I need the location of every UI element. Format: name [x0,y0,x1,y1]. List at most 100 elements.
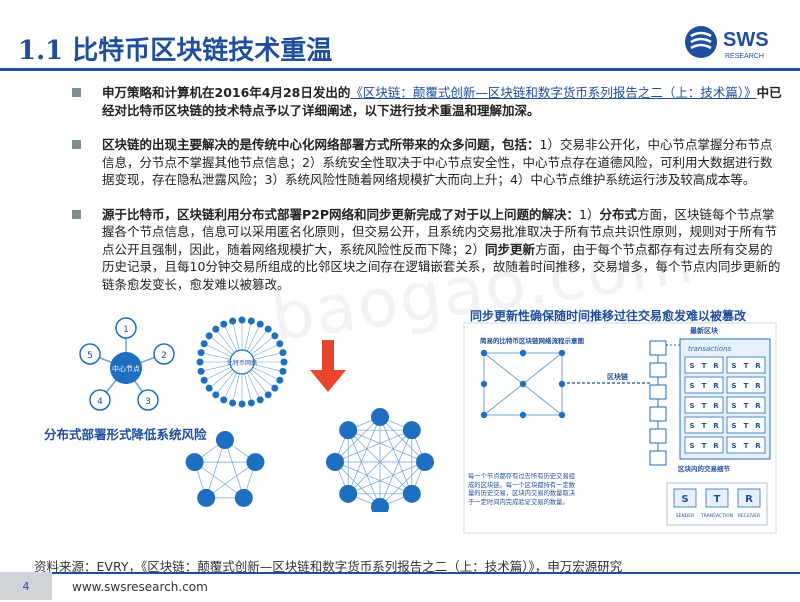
transaction-letter: S [731,382,736,390]
network-node [519,411,527,419]
network-nodes [480,349,566,419]
ring-node [256,396,264,404]
chain-block [649,450,667,466]
page-number: 4 [0,572,52,600]
bullet-item: 源于比特币，区块链利用分布式部署P2P网络和同步更新完成了对于以上问题的解决：1… [72,206,782,294]
transaction-letter: T [702,422,707,430]
report-link[interactable]: 《区块链：颠覆式创新—区块链和数字货币系列报告之二（上：技术篇）》 [350,85,757,100]
transaction-letter: R [713,422,719,430]
transaction-cell [684,356,724,374]
transaction-letter: T [744,402,749,410]
ring-node [212,325,220,333]
ring-node [276,376,284,384]
bullet-2-text: 1）交易非公开化，中心节点掌握分布节点信息，分节点不掌握其他节点信息；2）系统安… [102,137,773,187]
logo-mark-icon [685,26,717,58]
detail-cell [705,488,729,508]
transaction-cell [726,416,766,434]
network-node [519,380,527,388]
mesh-node [246,453,265,472]
ring-node [280,358,288,366]
ring-node [238,316,246,324]
mesh-node [326,453,344,471]
detail-cell [737,488,761,508]
transaction-cell [726,396,766,414]
node-3-label: 3 [145,397,151,407]
transaction-letter: T [702,362,707,370]
chain-block [649,340,667,356]
ring-node [197,367,205,375]
chain-blocks [649,340,680,466]
ring-node [196,358,204,366]
ring-node [264,325,272,333]
transaction-letter: S [731,422,736,430]
blockchain-sync-diagram: 简易的比特币区块链网络流程示意图 区块链 最新区块 transactions S… [463,322,777,534]
transaction-cell [684,416,724,434]
detail-letter: R [745,494,753,505]
detail-caption: SENDER [676,513,695,519]
bullet-marker [72,88,81,97]
network-node [558,349,566,357]
transaction-letter: R [755,382,761,390]
network-node [480,380,488,388]
transaction-letter: T [744,422,749,430]
transaction-letter: S [731,362,736,370]
transaction-letter: R [713,442,719,450]
bullet-3-text1: 方面，区块链每个节点掌握各个节点信息，信息可以采用匿名化原则，但交易公开，且系统… [102,206,778,257]
network-node [519,349,527,357]
ring-node [264,391,272,399]
transaction-letter: S [689,402,694,410]
transaction-cell [726,356,766,374]
ring-node [200,340,208,348]
network-diagrams: 中心节点 1 2 3 4 5 比特币网络 [79,316,434,512]
transaction-cell [726,376,766,394]
right-diagram-title: 同步更新性确保随时间推移过往交易愈发难以被篡改 [470,309,747,323]
transaction-letter: S [731,442,736,450]
source-note: 资料来源：EVRY，《区块链：颠覆式创新—区块链和数字货币系列报告之二（上：技术… [34,559,623,574]
node-1 [115,317,137,339]
mesh-node [234,488,253,507]
block-detail-label: 区块内的交易细节 [678,464,731,473]
bullet-3-text2: 方面，由于每个节点都存有过去所有交易的历史记录，且每10分钟交易所组成的比邻区块… [102,241,781,292]
chain-label: 区块链 [607,372,628,381]
node-4-label: 4 [97,397,103,407]
sws-logo: SWS RESEARCH [685,26,769,60]
transaction-letter: T [702,442,707,450]
bullet-3-bold2: 同步更新 [484,241,535,257]
bullet-1-post: 中已经对比特币区块链的技术特点予以了详细阐述，以下进行技术重温和理解加深。 [102,85,782,118]
ring-node [220,320,228,328]
transaction-letter: T [744,382,749,390]
bullet-3-num1: 1） [579,206,600,222]
ring-node [276,340,284,348]
transaction-letter: S [689,362,694,370]
ring-node [212,391,220,399]
website-link[interactable]: www.swsresearch.com [72,580,208,594]
transaction-letter: S [689,422,694,430]
transaction-letter: S [689,442,694,450]
transaction-letter: T [702,382,707,390]
ring-node [271,384,279,392]
node-2-label: 2 [161,351,167,361]
transaction-letter: R [713,382,719,390]
ring-node [238,400,246,408]
network-node [480,411,488,419]
center-node-label: 中心节点 [112,364,140,373]
transaction-cell [684,436,724,454]
node-5 [79,343,101,365]
transaction-letter: R [755,402,761,410]
chain-block [649,406,667,422]
mesh-node [339,421,358,440]
node-1-label: 1 [123,325,129,335]
mesh-node [339,484,358,503]
chain-block [649,428,667,444]
transaction-cell [726,436,766,454]
node-5-label: 5 [87,351,93,361]
node-4 [89,389,111,411]
transaction-cell [684,396,724,414]
ring-node [247,399,255,407]
chain-block [649,384,667,400]
detail-cell [673,488,697,508]
mesh-node [402,484,421,503]
mesh-node [197,488,216,507]
p2p-ring-diagram [196,316,288,408]
bullet-marker [72,140,81,149]
